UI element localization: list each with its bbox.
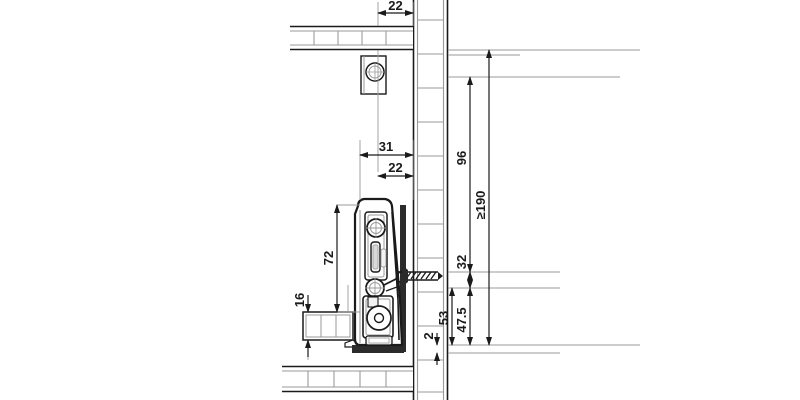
dimension-upper-clearance: 96 [454, 76, 473, 273]
dimension-front-offset: 31 [359, 139, 414, 158]
dimension-label-top-offset: 22 [388, 0, 402, 13]
dimension-mount-offset: 22 [377, 160, 414, 179]
dimension-gap: 2 [421, 332, 440, 365]
dimension-total-min: ≥190 [473, 49, 492, 346]
dimension-label-upper-clearance: 96 [454, 151, 469, 165]
dimension-label-panel-thickness: 16 [292, 293, 307, 307]
bottom-shelf [282, 365, 413, 393]
dimension-panel-thickness: 16 [292, 293, 311, 357]
top-shelf [290, 25, 413, 51]
dimension-label-total-min: ≥190 [473, 191, 488, 220]
dimension-body-height: 72 [321, 204, 340, 313]
dimension-label-mount-offset: 22 [388, 160, 402, 175]
dimension-label-body-height: 72 [321, 251, 336, 265]
slide-lift-mechanism [352, 197, 406, 353]
dimension-base-height: 47.5 [454, 287, 473, 346]
dimension-label-gap: 2 [421, 332, 436, 339]
hinge-cup [360, 55, 387, 95]
dimension-cam-height: 53 [436, 287, 455, 346]
dimension-label-screw-height: 32 [454, 255, 469, 269]
dimension-label-base-height: 47.5 [454, 307, 469, 332]
dimension-label-cam-height: 53 [436, 311, 451, 325]
dimension-label-front-offset: 31 [379, 139, 393, 154]
fixing-screw [403, 266, 443, 286]
dimension-screw-height: 32 [454, 255, 473, 289]
side-wall [412, 0, 449, 400]
drawer-bottom-panel [302, 311, 359, 348]
dimension-top-offset: 22 [377, 0, 414, 16]
